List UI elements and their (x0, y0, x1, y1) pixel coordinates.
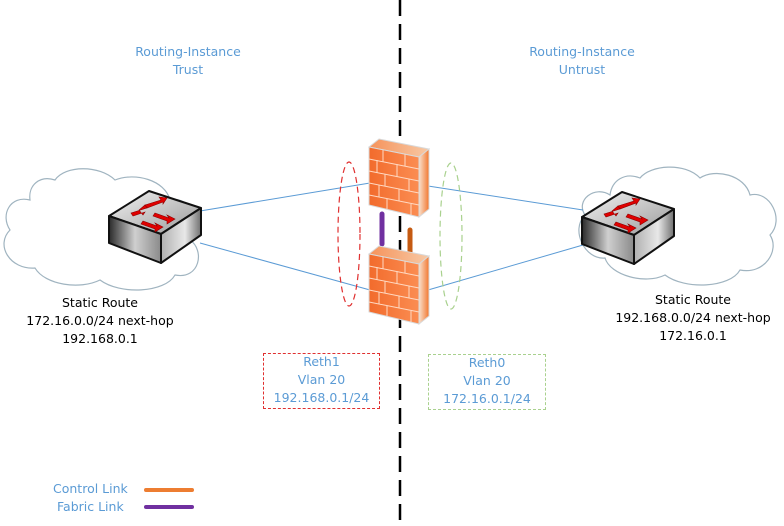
right-static-route: Static Route 192.168.0.0/24 next-hop 172… (600, 291, 784, 345)
link-fw1-to-right (427, 185, 584, 211)
firewall-node-1-icon (368, 138, 430, 218)
legend-control-swatch (144, 488, 194, 492)
reth0-box (428, 354, 546, 410)
legend-fabric-swatch (144, 505, 194, 509)
left-static-route: Static Route 172.16.0.0/24 next-hop 192.… (10, 294, 190, 348)
legend-fabric-label: Fabric Link (57, 499, 124, 514)
link-left-to-fw2 (199, 242, 371, 291)
reth1-label: Reth1 Vlan 20 192.168.0.1/24 (263, 353, 380, 407)
reth1-ellipse (337, 161, 361, 307)
reth1-name: Reth1 (303, 354, 340, 369)
right-route-nexthop: 172.16.0.1 (659, 328, 727, 343)
zone-untrust-line1: Routing-Instance (529, 44, 635, 59)
links (199, 182, 584, 291)
reth0-ip: 172.16.0.1/24 (443, 391, 531, 406)
reth1-vlan: Vlan 20 (297, 372, 346, 387)
reth1-ip: 192.168.0.1/24 (273, 390, 370, 405)
zone-untrust-line2: Untrust (558, 62, 606, 77)
reth0-vlan: Vlan 20 (463, 373, 511, 388)
zone-trust-title: Routing-Instance Trust (98, 43, 278, 79)
left-route-prefix: 172.16.0.0/24 next-hop (26, 313, 174, 328)
reth0-name: Reth0 (468, 355, 506, 370)
link-fw2-to-right (427, 244, 584, 291)
right-route-prefix: 192.168.0.0/24 next-hop (615, 310, 771, 325)
zone-trust-line2: Trust (172, 62, 204, 77)
left-route-nexthop: 192.168.0.1 (62, 331, 138, 346)
reth0-label: Reth0 Vlan 20 172.16.0.1/24 (428, 354, 546, 408)
reth0-ellipse (439, 162, 463, 310)
reth1-box (263, 353, 380, 409)
left-route-title: Static Route (61, 295, 138, 310)
zone-untrust-title: Routing-Instance Untrust (492, 43, 672, 79)
firewall-node-2-icon (368, 245, 430, 325)
zone-trust-line1: Routing-Instance (135, 44, 241, 59)
right-route-title: Static Route (654, 292, 731, 307)
link-left-to-fw1 (199, 182, 371, 212)
legend-control-label: Control Link (53, 481, 128, 496)
